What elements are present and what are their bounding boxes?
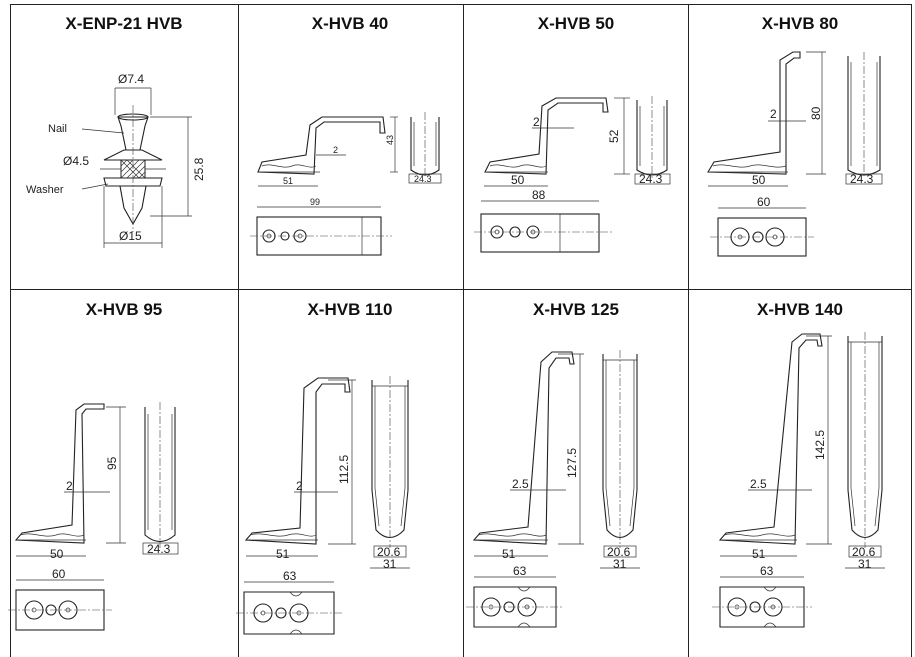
- x-hvb-40-drawing: 2 43 51 24.3 99: [250, 112, 442, 256]
- x-hvb-95-dim-height: 95: [105, 456, 119, 470]
- x-hvb-110-dim-thickness: 2: [296, 479, 303, 493]
- x-hvb-40-dim-height: 43: [385, 135, 395, 145]
- x-hvb-80-drawing: 2 80 50 24.3 60: [707, 51, 883, 257]
- x-hvb-95-dim-side: 24.3: [147, 542, 171, 556]
- x-hvb-50-drawing: 2 52 50 88 24.3: [474, 96, 671, 253]
- x-hvb-95-dim-thickness: 2: [66, 479, 73, 493]
- nail-washer-drawing: Ø7.4 Ø4.5 25.8 Ø15 Nail Washer: [26, 72, 206, 248]
- x-hvb-50-dim-side: 24.3: [639, 172, 663, 186]
- dim-head-diameter: Ø7.4: [118, 72, 144, 86]
- x-hvb-110-dim-height: 112.5: [337, 455, 351, 484]
- x-hvb-140-dim-side-inner: 20.6: [852, 545, 876, 559]
- x-hvb-110-dim-width: 51: [276, 547, 290, 561]
- label-washer: Washer: [26, 184, 64, 196]
- x-hvb-110-dim-side-outer: 31: [383, 557, 397, 571]
- x-hvb-140-dim-height: 142.5: [813, 430, 827, 460]
- x-hvb-125-dim-thickness: 2.5: [512, 477, 529, 491]
- x-hvb-110-dim-side-inner: 20.6: [377, 545, 401, 559]
- x-hvb-140-dim-thickness: 2.5: [750, 477, 767, 491]
- x-hvb-50-dim-width: 50: [511, 173, 525, 187]
- x-hvb-110-dim-total: 63: [283, 569, 297, 583]
- x-hvb-40-dim-side: 24.3: [414, 174, 432, 184]
- cell-title-x-hvb-95: X-HVB 95: [86, 300, 163, 319]
- x-hvb-40-dim-width: 51: [283, 176, 293, 186]
- cell-title-x-hvb-80: X-HVB 80: [762, 14, 839, 33]
- x-hvb-50-dim-total: 88: [532, 188, 546, 202]
- x-hvb-40-dim-total: 99: [310, 197, 320, 207]
- x-hvb-95-dim-total: 60: [52, 567, 66, 581]
- x-hvb-80-dim-total: 60: [757, 195, 771, 209]
- cell-title-x-hvb-125: X-HVB 125: [533, 300, 619, 319]
- x-hvb-80-dim-height: 80: [809, 106, 823, 120]
- dim-washer-diameter: Ø15: [119, 229, 142, 243]
- x-hvb-140-dim-side-outer: 31: [858, 557, 872, 571]
- x-hvb-125-dim-side-outer: 31: [613, 557, 627, 571]
- x-hvb-140-dim-total: 63: [760, 564, 774, 578]
- cell-title-x-enp-21-hvb: X-ENP-21 HVB: [65, 14, 182, 33]
- x-hvb-125-dim-height: 127.5: [565, 448, 579, 478]
- x-hvb-125-drawing: 2.5 127.5 51 20.6 31 63: [466, 350, 640, 628]
- dim-nail-length: 25.8: [192, 157, 206, 181]
- x-hvb-125-dim-width: 51: [502, 547, 516, 561]
- cell-title-x-hvb-140: X-HVB 140: [757, 300, 843, 319]
- cell-title-x-hvb-50: X-HVB 50: [538, 14, 615, 33]
- label-nail: Nail: [48, 123, 67, 135]
- x-hvb-80-dim-thickness: 2: [770, 107, 777, 121]
- x-hvb-95-dim-width: 50: [50, 547, 64, 561]
- x-hvb-80-dim-width: 50: [752, 173, 766, 187]
- x-hvb-40-dim-thickness: 2: [333, 145, 338, 155]
- x-hvb-140-dim-width: 51: [752, 547, 766, 561]
- x-hvb-95-drawing: 2 95 50 24.3 60: [8, 402, 179, 631]
- x-hvb-140-drawing: 2.5 142.5 51 20.6 31 63: [712, 332, 885, 628]
- x-hvb-125-dim-side-inner: 20.6: [607, 545, 631, 559]
- x-hvb-80-dim-side: 24.3: [850, 172, 874, 186]
- dim-shank-diameter: Ø4.5: [63, 154, 89, 168]
- x-hvb-110-drawing: 2 112.5 51 20.6 31 63: [236, 376, 410, 635]
- table-grid-lines: [10, 4, 912, 657]
- cell-title-x-hvb-110: X-HVB 110: [307, 300, 392, 319]
- cell-title-x-hvb-40: X-HVB 40: [312, 14, 389, 33]
- x-hvb-50-dim-height: 52: [607, 129, 621, 143]
- x-hvb-50-dim-thickness: 2: [533, 115, 540, 129]
- x-hvb-125-dim-total: 63: [513, 564, 527, 578]
